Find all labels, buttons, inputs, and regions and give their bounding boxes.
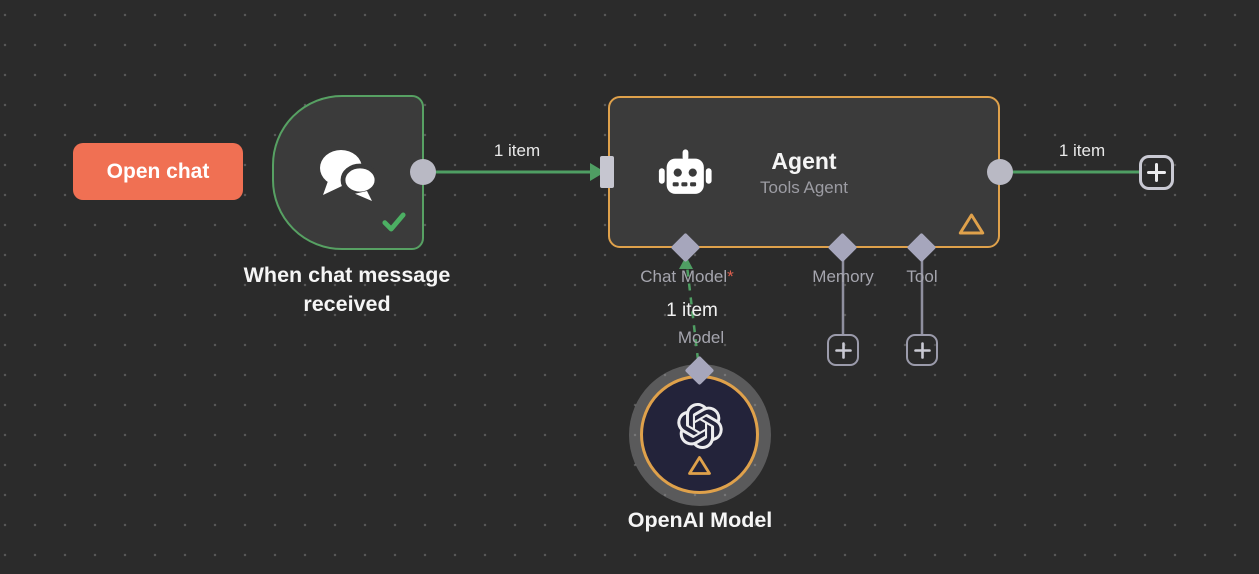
- agent-output-endpoint[interactable]: [987, 159, 1013, 185]
- node-openai-model[interactable]: [640, 375, 759, 494]
- agent-title: Agent: [771, 147, 837, 174]
- node-agent[interactable]: Agent Tools Agent: [608, 96, 1000, 248]
- model-wire-port-label: Model: [677, 328, 725, 347]
- warning-triangle-icon: [688, 455, 711, 475]
- agent-subtitle: Tools Agent: [760, 177, 848, 197]
- add-node-button[interactable]: [1139, 155, 1174, 190]
- robot-icon: [658, 149, 712, 194]
- agent-input-endpoint[interactable]: [600, 156, 614, 188]
- add-tool-button[interactable]: [906, 334, 938, 366]
- plus-icon: [834, 341, 852, 359]
- plus-icon: [1147, 163, 1166, 182]
- openai-model-caption: OpenAI Model: [627, 508, 773, 532]
- open-chat-button[interactable]: Open chat: [73, 143, 243, 200]
- wire-trigger-to-agent[interactable]: [423, 163, 605, 181]
- required-marker: *: [727, 267, 734, 286]
- port-label-chat-model: Chat Model*: [640, 267, 734, 286]
- port-label-memory: Memory: [812, 267, 874, 286]
- wire-model-to-agent[interactable]: [679, 256, 700, 361]
- add-memory-button[interactable]: [827, 334, 859, 366]
- openai-logo-icon: [676, 402, 723, 449]
- port-label-tool: Tool: [906, 267, 938, 286]
- node-chat-trigger[interactable]: [272, 95, 424, 250]
- wire-label-agent-next: 1 item: [1058, 141, 1106, 160]
- model-wire-items-label: 1 item: [666, 300, 718, 321]
- success-check-icon: [382, 212, 406, 232]
- chat-trigger-caption: When chat message received: [243, 263, 451, 316]
- wire-label-trigger-agent: 1 item: [493, 141, 541, 160]
- trigger-output-endpoint[interactable]: [410, 159, 436, 185]
- chat-bubbles-icon: [320, 150, 380, 201]
- plus-icon: [913, 341, 931, 359]
- warning-triangle-icon: [958, 213, 985, 235]
